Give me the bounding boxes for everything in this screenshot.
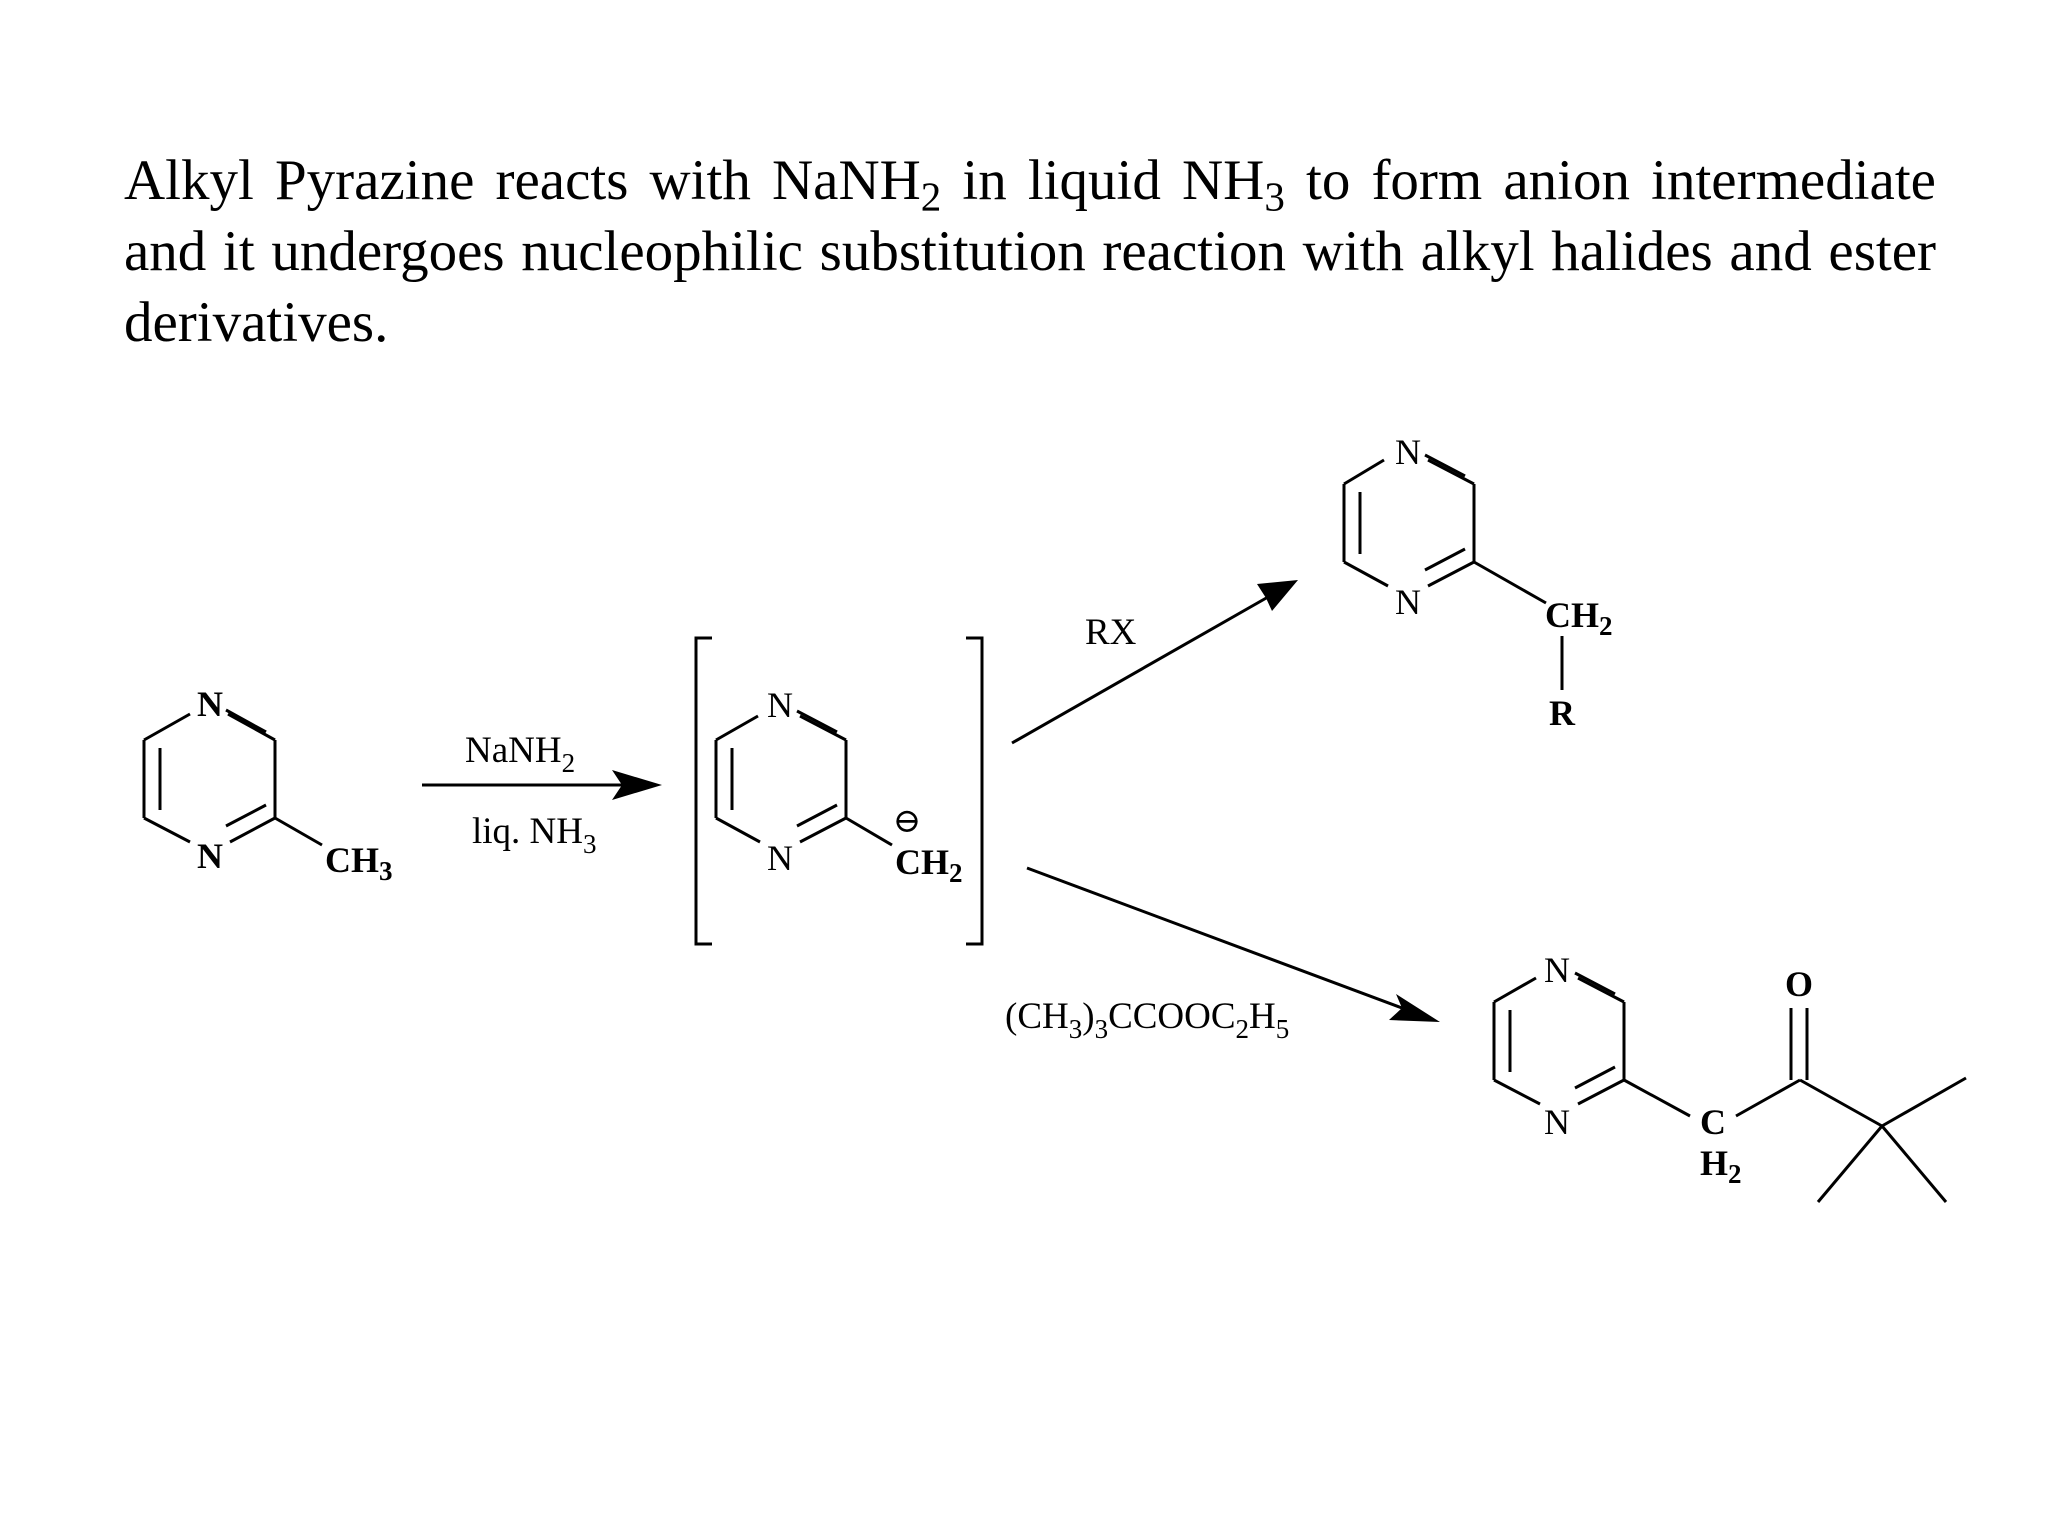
ester-formula-part: (CH <box>1005 996 1069 1037</box>
methylene-hydrogen-label: H2 <box>1700 1143 1742 1189</box>
ketone-product-molecule: N N C H2 O <box>1492 950 1967 1203</box>
ch2-subscript: 2 <box>1599 611 1613 641</box>
description-segment: Alkyl Pyrazine reacts with NaNH <box>124 149 921 212</box>
nitrogen-atom-label: N <box>1395 582 1421 622</box>
methylpyrazine-molecule: N N CH3 <box>142 684 393 886</box>
carbonyl-oxygen-label: O <box>1785 964 1813 1004</box>
h2-subscript: 2 <box>1728 1159 1742 1189</box>
ch3-label: CH <box>325 840 379 880</box>
reagent-nanh2-subscript: 2 <box>562 748 576 778</box>
carbanion-ch2-label: CH2 <box>895 842 963 888</box>
reagent-rx-label: RX <box>1085 612 1137 653</box>
reagent-liquid-ammonia-label: liq. NH3 <box>472 811 597 859</box>
description-subscript: 3 <box>1264 173 1285 220</box>
ch3-subscript: 3 <box>379 856 393 886</box>
reagent-ethyl-pivalate-label: (CH3)3CCOOC2H5 <box>1005 996 1289 1044</box>
methylene-ch2-label: CH2 <box>1545 595 1613 641</box>
description-text: Alkyl Pyrazine reacts with NaNH2 in liqu… <box>124 145 1936 358</box>
nitrogen-atom-label: N <box>197 836 223 876</box>
nitrogen-atom-label: N <box>767 838 793 878</box>
description-segment: to form anion intermediate and it underg… <box>124 149 1936 354</box>
reagent-nanh2-text: NaNH <box>465 730 562 771</box>
description-subscript: 2 <box>920 173 942 220</box>
reagent-nanh2-label: NaNH2 <box>465 730 575 778</box>
ch2-subscript: 2 <box>949 858 963 888</box>
intermediate-brackets <box>694 636 984 946</box>
nitrogen-atom-label: N <box>197 684 223 724</box>
step1-reagent-arrow: NaNH2 liq. NH3 <box>422 730 662 859</box>
nitrogen-atom-label: N <box>1395 432 1421 472</box>
ch2-label: CH <box>1545 595 1599 635</box>
ester-formula-part: CCOOC <box>1108 996 1235 1037</box>
methyl-group-label: CH3 <box>325 840 393 886</box>
alkyl-product-molecule: N N CH2 R <box>1342 432 1613 733</box>
nitrogen-atom-label: N <box>1544 950 1570 990</box>
alkylation-arrow: RX <box>1011 580 1298 745</box>
ester-formula-subscript: 2 <box>1236 1014 1250 1044</box>
ester-formula-subscript: 3 <box>1095 1014 1109 1044</box>
nitrogen-atom-label: N <box>1544 1102 1570 1142</box>
ch2-label: CH <box>895 842 949 882</box>
reagent-liq-nh3-subscript: 3 <box>583 829 597 859</box>
ester-formula-subscript: 3 <box>1069 1014 1083 1044</box>
methylene-carbon-label: C <box>1700 1102 1726 1142</box>
acylation-arrow: (CH3)3CCOOC2H5 <box>1005 866 1440 1044</box>
nitrogen-atom-label: N <box>767 685 793 725</box>
negative-charge-symbol: ⊖ <box>893 803 922 840</box>
ester-formula-part: ) <box>1082 996 1094 1037</box>
anion-intermediate-molecule: N N CH2 ⊖ <box>714 685 963 888</box>
ester-formula-part: H <box>1249 996 1276 1037</box>
h2-label: H <box>1700 1143 1728 1183</box>
ester-formula-subscript: 5 <box>1276 1014 1290 1044</box>
r-group-label: R <box>1549 693 1576 733</box>
description-segment: in liquid NH <box>941 149 1265 212</box>
reagent-liq-nh3-text: liq. NH <box>472 811 583 852</box>
